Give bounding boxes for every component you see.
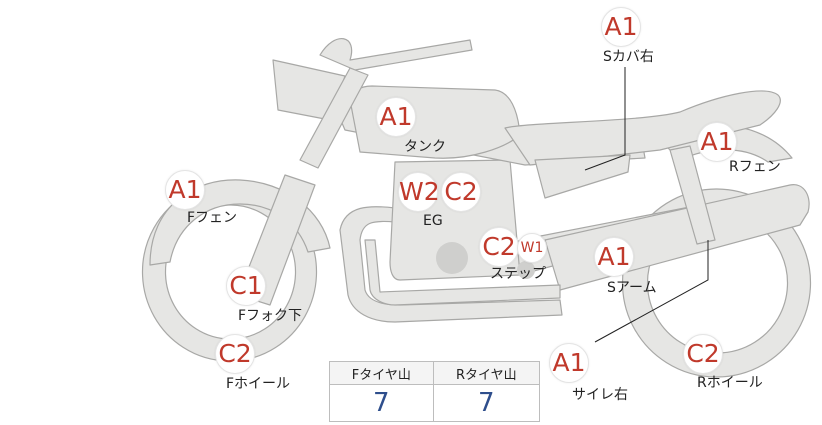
handlebar-shape [319,37,473,71]
side-cover-right-label: Sカバ右 [603,49,654,65]
step-grade-2: W1 [517,233,547,263]
exhaust-pipe-upper [339,206,563,323]
rear-tire-tread-header: Rタイヤ山 [432,361,541,385]
exhaust-pipe-lower [364,239,561,306]
rear-fender-grade: A1 [697,122,737,162]
swingarm-label: Sアーム [607,280,657,296]
tire-tread-value-row: 7 7 [329,384,541,422]
engine-label: EG [423,213,443,229]
step-label: ステップ [490,266,546,282]
muffler-right-grade: A1 [549,343,589,383]
front-fender-label: Fフェン [187,210,238,226]
front-fender-grade: A1 [165,170,205,210]
rear-tire-tread-value: 7 [432,384,541,422]
step-grade-1: C2 [479,227,519,267]
swingarm-grade: A1 [594,237,634,277]
front-wheel-grade: C2 [215,334,255,374]
side-cover-shape [534,154,631,199]
tank-label: タンク [404,139,446,155]
rear-wheel-grade: C2 [683,334,723,374]
front-tire-tread-value: 7 [329,384,434,422]
muffler-right-label: サイレ右 [572,387,628,403]
rear-shock-shape [669,145,716,245]
front-fork-lower-grade: C1 [226,266,266,306]
muffler-leader-line [594,240,709,343]
side-cover-leader-line [584,67,626,171]
engine-grade-2: C2 [441,172,481,212]
tire-tread-header-row: Fタイヤ山 Rタイヤ山 [329,361,541,385]
front-fork-lower-label: Fフォク下 [238,308,303,324]
tire-tread-table: Fタイヤ山 Rタイヤ山 7 7 [329,361,541,422]
side-cover-right-grade: A1 [601,7,641,47]
front-tire-tread-header: Fタイヤ山 [329,361,434,385]
front-fork-upper [299,67,369,169]
rear-wheel-label: Rホイール [697,375,763,391]
front-wheel-label: Fホイール [226,376,291,392]
engine-grade-1: W2 [398,172,440,212]
tank-grade: A1 [376,97,416,137]
seat-shape [504,90,781,166]
rear-fender-label: Rフェン [729,159,781,175]
